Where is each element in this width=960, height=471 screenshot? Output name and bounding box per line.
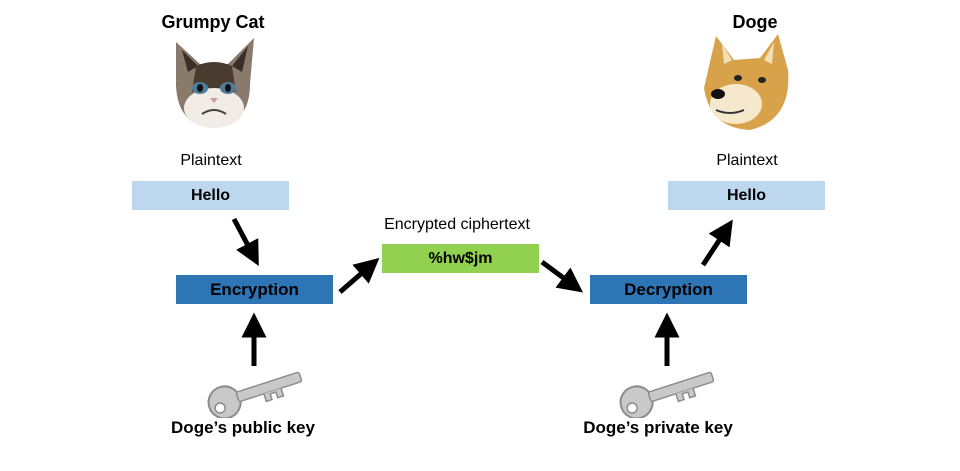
- arrow-ciphertext-to-decryption: [540, 259, 584, 293]
- sender-name: Grumpy Cat: [161, 12, 265, 32]
- arrow-encryption-to-ciphertext: [338, 257, 380, 294]
- public-key-icon: [207, 371, 303, 418]
- private-key-label: Doge’s private key: [583, 418, 733, 437]
- sender-plaintext-caption: Plaintext: [180, 152, 242, 169]
- encryption-label: Encryption: [210, 279, 299, 299]
- ciphertext-box: %hw$jm: [382, 244, 539, 273]
- arrow-decryption-to-plaintext: [700, 219, 733, 267]
- arrow-plaintext-to-encryption: [231, 217, 259, 267]
- receiver-plaintext-caption: Plaintext: [716, 152, 778, 169]
- sender-plaintext-value: Hello: [190, 186, 231, 204]
- ciphertext-value: %hw$jm: [428, 249, 493, 267]
- grumpy-cat-image: [176, 38, 254, 128]
- receiver-plaintext-box: Hello: [668, 181, 825, 210]
- decryption-label: Decryption: [624, 279, 713, 299]
- encryption-box: Encryption: [176, 275, 333, 304]
- ciphertext-caption: Encrypted ciphertext: [384, 216, 530, 233]
- private-key-icon: [619, 371, 715, 418]
- doge-image: [704, 34, 789, 130]
- public-key-label: Doge’s public key: [171, 418, 315, 437]
- decryption-box: Decryption: [590, 275, 747, 304]
- sender-plaintext-box: Hello: [132, 181, 289, 210]
- receiver-name: Doge: [732, 12, 778, 32]
- receiver-plaintext-value: Hello: [726, 186, 767, 204]
